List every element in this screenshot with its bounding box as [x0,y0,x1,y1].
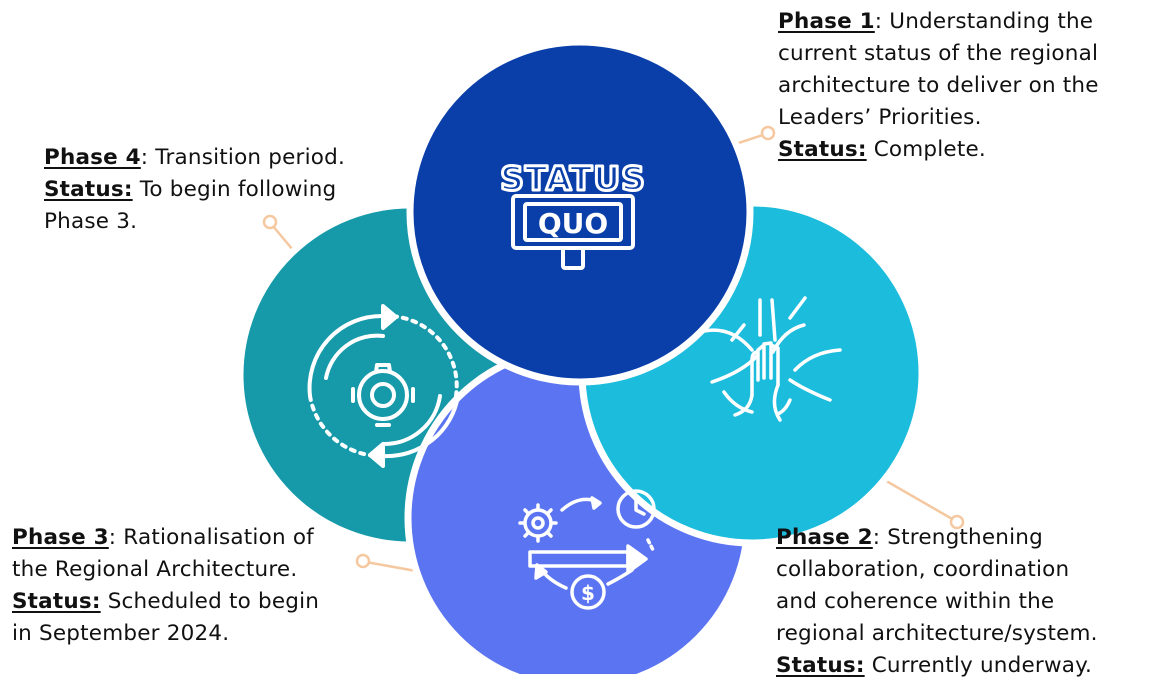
phase4-desc-1: : Transition period. [140,145,346,170]
phase1-label: Phase 1: Understanding the current statu… [778,6,1099,166]
phase1-connector-dot [760,125,776,141]
phase3-status-line: Status: Scheduled to begin [12,586,319,618]
status-quo-sign-icon: STATUS QUO [499,158,646,270]
phase4-connector-dot [262,214,278,230]
phase2-desc-3: and coherence within the [776,589,1055,614]
phase1-status-label: Status: [778,137,867,162]
phase1-circle [406,38,754,386]
process-gear-clock-money-icon: $ [518,489,656,610]
phase3-connector-dot [355,553,371,569]
phase4-status-2: Phase 3. [44,209,138,234]
phase3-line-1: Phase 3: Rationalisation of [12,522,319,554]
phase1-desc-4: Leaders’ Priorities. [778,105,982,130]
phase1-line-1: Phase 1: Understanding the [778,6,1099,38]
phase4-title: Phase 4 [44,145,141,170]
phase2-desc-4: regional architecture/system. [776,621,1098,646]
phase-circles [236,38,926,674]
phase1-status-line: Status: Complete. [778,134,1099,166]
phase1-status-1: Complete. [866,137,986,162]
gear-cycle-arrows-icon [307,304,460,468]
phase1-desc-2: current status of the regional [778,41,1099,66]
phase1-desc-3: architecture to deliver on the [778,73,1099,98]
phase2-desc-1: : Strengthening [872,525,1043,550]
phase4-status-line: Status: To begin following [44,174,345,206]
status-quo-top-text: STATUS [500,159,646,198]
phase3-status-1: Scheduled to begin [100,589,320,614]
connector-dots [262,125,965,569]
phase2-label: Phase 2: Strengthening collaboration, co… [776,522,1098,682]
phase4-line-1: Phase 4: Transition period. [44,142,345,174]
phase1-title: Phase 1 [778,9,875,34]
phase2-status-label: Status: [776,653,865,678]
phase4-label: Phase 4: Transition period. Status: To b… [44,142,345,238]
svg-text:$: $ [581,581,595,605]
phase2-status-line: Status: Currently underway. [776,650,1098,682]
phase2-line-1: Phase 2: Strengthening [776,522,1098,554]
phase4-status-1: To begin following [132,177,337,202]
phase3-status-2: in September 2024. [12,621,230,646]
phase4-status-label: Status: [44,177,133,202]
phase3-title: Phase 3 [12,525,109,550]
status-quo-bottom-text: QUO [538,207,608,240]
phase3-desc-1: : Rationalisation of [108,525,314,550]
phase3-status-label: Status: [12,589,101,614]
phase3-desc-2: the Regional Architecture. [12,557,298,582]
phase1-desc-1: : Understanding the [874,9,1094,34]
phase2-title: Phase 2 [776,525,873,550]
phase2-status-1: Currently underway. [864,653,1092,678]
stacked-hands-icon [698,296,842,422]
phase2-connector-dot [949,514,965,530]
phase2-desc-2: collaboration, coordination [776,557,1070,582]
phase3-label: Phase 3: Rationalisation of the Regional… [12,522,319,650]
